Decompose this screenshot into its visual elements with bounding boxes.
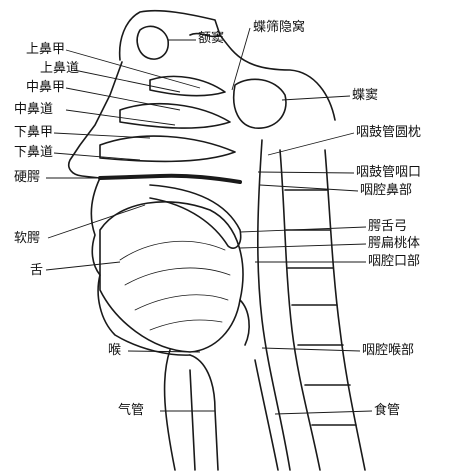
label-palatoglossal-arch: 腭舌弓 [368, 219, 408, 234]
label-inferior-meatus: 下鼻道 [14, 145, 54, 160]
neck-front [163, 349, 176, 471]
nose-profile [67, 61, 123, 179]
label-laryngopharynx: 咽腔喉部 [362, 343, 415, 358]
label-superior-meatus: 上鼻道 [40, 61, 80, 76]
label-palatine-tonsil: 腭扁桃体 [368, 236, 421, 251]
label-inferior-turbinate: 下鼻甲 [14, 125, 54, 140]
hard-palate-shape [98, 173, 242, 184]
vertebrae [284, 189, 357, 426]
skull-base [219, 34, 336, 121]
label-tube-opening: 咽鼓管咽口 [356, 165, 422, 180]
label-tongue: 舌 [30, 263, 44, 278]
frontal-sinus-shape [136, 25, 169, 60]
inferior-turbinate-shape [99, 135, 236, 163]
label-ethmoid-recess: 蝶筛隐窝 [253, 20, 306, 35]
cervical-spine-back [324, 149, 366, 471]
label-trachea: 气管 [118, 403, 145, 418]
skull-outline [118, 9, 221, 61]
trachea-front [189, 369, 196, 471]
cervical-spine-front [279, 149, 321, 471]
lips-and-chin [90, 177, 191, 356]
label-esophagus: 食管 [374, 403, 401, 418]
label-middle-turbinate: 中鼻甲 [26, 80, 66, 95]
label-nasopharynx: 咽腔鼻部 [360, 183, 413, 198]
label-larynx: 喉 [108, 343, 122, 358]
sphenoid-sinus-shape [233, 78, 287, 129]
superior-turbinate-shape [149, 75, 226, 97]
label-soft-palate: 软腭 [14, 231, 41, 246]
epiglottis-shape [239, 299, 250, 346]
larynx-shape [189, 354, 219, 471]
leader-lines [45, 27, 373, 415]
label-torus-tubarius: 咽鼓管圆枕 [356, 125, 422, 140]
tongue-muscle-lines [119, 240, 231, 331]
soft-palate-shape [149, 184, 242, 249]
pharyngeal-wall [257, 139, 291, 471]
label-frontal-sinus: 额窦 [198, 31, 225, 46]
label-oropharynx: 咽腔口部 [368, 254, 421, 269]
label-hard-palate: 硬腭 [14, 170, 41, 185]
middle-turbinate-shape [119, 102, 231, 129]
label-sphenoid-sinus: 蝶窦 [352, 88, 379, 103]
tongue-shape [99, 201, 244, 353]
esophagus-shape [254, 359, 279, 471]
label-middle-meatus: 中鼻道 [14, 102, 54, 117]
label-superior-turbinate: 上鼻甲 [26, 42, 66, 57]
